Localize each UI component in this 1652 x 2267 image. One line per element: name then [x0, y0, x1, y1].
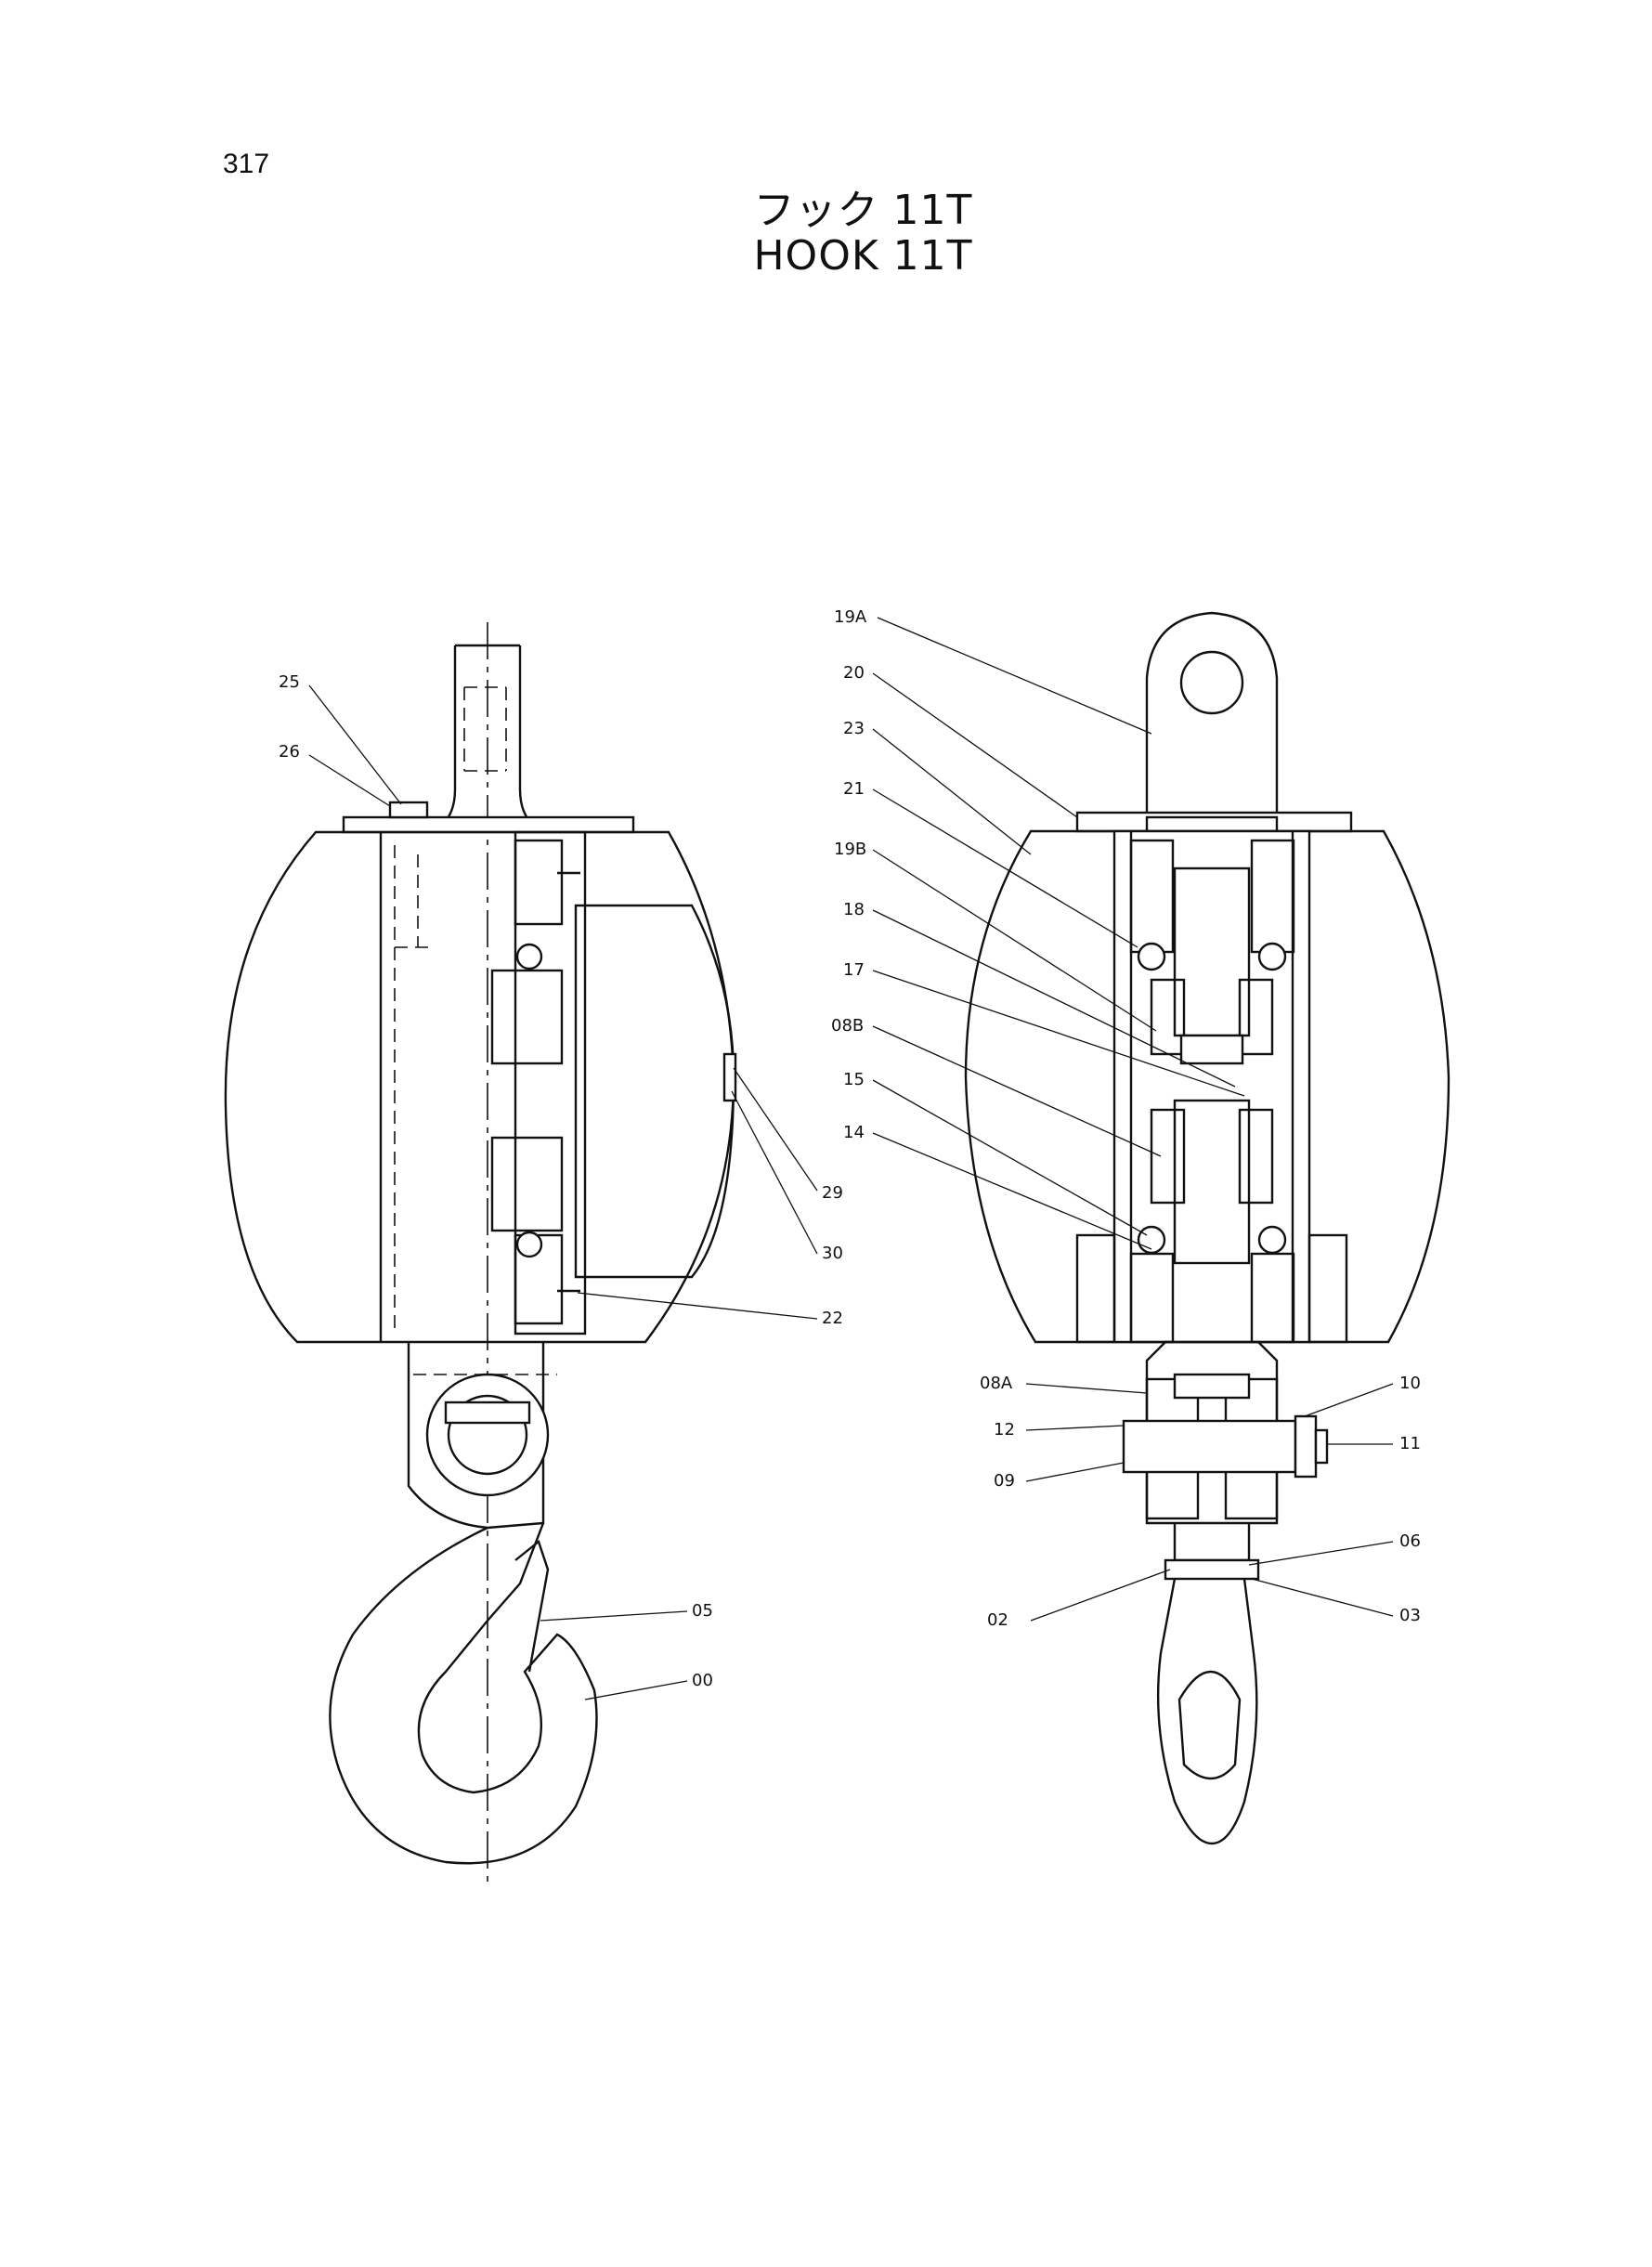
label-03: 03 — [1399, 1606, 1421, 1625]
top-plate — [342, 815, 635, 834]
label-08b: 08B — [831, 1016, 864, 1036]
top-plate-20 — [1075, 811, 1353, 833]
lower-bearing-cartridge — [1075, 1099, 1348, 1344]
label-29: 29 — [822, 1183, 843, 1203]
label-17: 17 — [843, 960, 865, 980]
label-02: 02 — [987, 1610, 1008, 1630]
label-23: 23 — [843, 719, 865, 738]
page-number: 317 — [223, 149, 270, 179]
set-screw-26 — [388, 801, 429, 819]
label-06: 06 — [1399, 1531, 1421, 1551]
crosshead — [1122, 1340, 1329, 1525]
title-english: HOOK 11T — [753, 232, 973, 280]
label-10: 10 — [1399, 1374, 1421, 1393]
label-18: 18 — [843, 900, 865, 919]
label-05: 05 — [692, 1601, 713, 1621]
label-14: 14 — [843, 1123, 865, 1142]
upper-bearing-cartridge — [1129, 839, 1295, 1065]
grease-nipple-29 — [722, 1052, 737, 1102]
label-08a: 08A — [980, 1374, 1013, 1393]
label-26: 26 — [279, 742, 300, 762]
hook-yoke — [407, 1342, 557, 1530]
label-25: 25 — [279, 672, 300, 692]
cross-pin-09 — [1122, 1419, 1297, 1474]
title-japanese: フック 11T — [753, 187, 973, 234]
label-21: 21 — [843, 779, 865, 799]
label-30: 30 — [822, 1244, 843, 1263]
label-22: 22 — [822, 1309, 843, 1328]
label-00: 00 — [692, 1671, 713, 1690]
bearing-stack — [490, 830, 587, 1335]
barrel-body — [224, 830, 735, 1344]
label-09: 09 — [994, 1471, 1015, 1491]
label-19a: 19A — [834, 607, 867, 627]
label-20: 20 — [843, 663, 865, 683]
eye-lug — [1145, 611, 1279, 813]
hook — [329, 1522, 598, 1865]
label-19b: 19B — [834, 840, 866, 859]
label-12: 12 — [994, 1420, 1015, 1440]
label-11: 11 — [1399, 1434, 1421, 1453]
nut-10 — [1294, 1414, 1318, 1479]
label-15: 15 — [843, 1070, 865, 1089]
hook-shank — [1156, 1523, 1260, 1845]
left-view: 25 26 29 30 22 05 00 — [224, 622, 843, 1885]
right-view: 19A 20 23 21 19B 18 17 08B 15 14 08A 12 … — [831, 607, 1450, 1845]
